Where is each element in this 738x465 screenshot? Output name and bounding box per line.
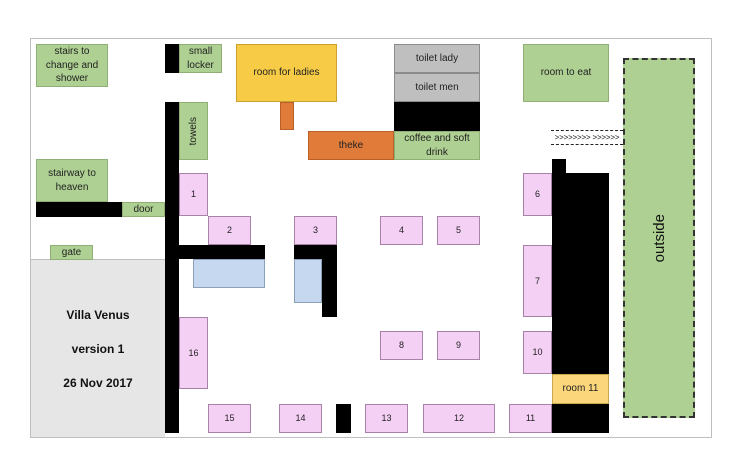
room-to-eat-label: room to eat <box>540 67 592 79</box>
stairs-to-change-and-shower: stairs to change and shower <box>36 44 108 87</box>
ladies-room-door <box>280 102 294 130</box>
table-15[interactable]: 15 <box>208 404 251 433</box>
gate[interactable]: gate <box>50 245 93 260</box>
room-11-label: room 11 <box>562 383 599 395</box>
table-8-label: 8 <box>398 340 404 351</box>
path-to-outside: >>>>>>>> >>>>>> <box>551 130 623 145</box>
path-arrows: >>>>>>>> >>>>>> <box>554 133 620 142</box>
floor-plan: stairs to change and shower small locker… <box>30 38 712 438</box>
stairway-to-heaven: stairway to heaven <box>36 159 108 202</box>
wall-horizontal-left <box>179 245 265 259</box>
table-16-label: 16 <box>188 347 199 358</box>
room-to-eat: room to eat <box>523 44 609 102</box>
info-title: Villa Venus <box>66 308 130 322</box>
wall-central-vertical <box>165 102 179 433</box>
room-for-ladies: room for ladies <box>236 44 337 102</box>
wall-right-bottom <box>552 404 609 433</box>
stairs-shower-label: stairs to change and shower <box>45 46 99 85</box>
left-wing-bottom-line <box>31 259 165 260</box>
wall-locker-left <box>165 44 179 73</box>
gate-label: gate <box>61 246 82 258</box>
table-5[interactable]: 5 <box>437 216 480 245</box>
table-15-label: 15 <box>224 413 235 424</box>
table-7[interactable]: 7 <box>523 245 552 317</box>
coffee-and-soft-drink: coffee and soft drink <box>394 131 480 160</box>
towels-label: towels <box>187 116 199 146</box>
theke-label: theke <box>338 139 364 151</box>
table-13[interactable]: 13 <box>365 404 408 433</box>
door[interactable]: door <box>122 202 165 217</box>
table-11[interactable]: 11 <box>509 404 552 433</box>
table-4-label: 4 <box>398 225 404 236</box>
table-2-label: 2 <box>226 225 232 236</box>
info-date: 26 Nov 2017 <box>63 376 133 390</box>
table-12-label: 12 <box>453 413 464 424</box>
table-6[interactable]: 6 <box>523 173 552 216</box>
table-1-label: 1 <box>190 189 196 200</box>
toilet-lady: toilet lady <box>394 44 480 73</box>
outside-area: outside <box>623 58 695 418</box>
door-label: door <box>133 203 154 215</box>
table-7-label: 7 <box>534 275 540 286</box>
wall-right-short <box>552 159 566 174</box>
blue-area-left <box>193 259 265 288</box>
table-9[interactable]: 9 <box>437 331 480 360</box>
small-locker-label: small locker <box>187 46 214 71</box>
blue-area-mid <box>294 259 322 303</box>
room-11: room 11 <box>552 374 609 404</box>
table-6-label: 6 <box>534 189 540 200</box>
towels: towels <box>179 102 208 160</box>
small-locker: small locker <box>179 44 222 73</box>
toilet-men-label: toilet men <box>415 81 459 93</box>
wall-horizontal-mid <box>294 245 337 259</box>
toilet-lady-label: toilet lady <box>415 52 459 64</box>
info-panel: Villa Venus version 1 26 Nov 2017 <box>31 260 165 437</box>
table-9-label: 9 <box>455 340 461 351</box>
table-10-label: 10 <box>532 347 543 358</box>
wall-bottom-post <box>336 404 351 433</box>
table-14[interactable]: 14 <box>279 404 322 433</box>
table-5-label: 5 <box>455 225 461 236</box>
table-14-label: 14 <box>295 413 306 424</box>
wall-toilets <box>394 102 480 131</box>
outside-label: outside <box>650 213 668 263</box>
table-11-label: 11 <box>525 413 536 424</box>
table-4[interactable]: 4 <box>380 216 423 245</box>
coffee-label: coffee and soft drink <box>404 133 470 158</box>
room-for-ladies-label: room for ladies <box>253 67 320 79</box>
table-8[interactable]: 8 <box>380 331 423 360</box>
table-3[interactable]: 3 <box>294 216 337 245</box>
toilet-men: toilet men <box>394 73 480 102</box>
wall-vertical-mid <box>322 259 337 317</box>
table-13-label: 13 <box>381 413 392 424</box>
table-1[interactable]: 1 <box>179 173 208 216</box>
wall-door-left <box>36 202 122 217</box>
table-12[interactable]: 12 <box>423 404 495 433</box>
table-2[interactable]: 2 <box>208 216 251 245</box>
info-version: version 1 <box>71 342 125 356</box>
table-10[interactable]: 10 <box>523 331 552 374</box>
stairway-label: stairway to heaven <box>48 168 96 193</box>
wall-right-column <box>552 173 609 374</box>
theke: theke <box>308 131 394 160</box>
table-16[interactable]: 16 <box>179 317 208 389</box>
table-3-label: 3 <box>312 225 318 236</box>
